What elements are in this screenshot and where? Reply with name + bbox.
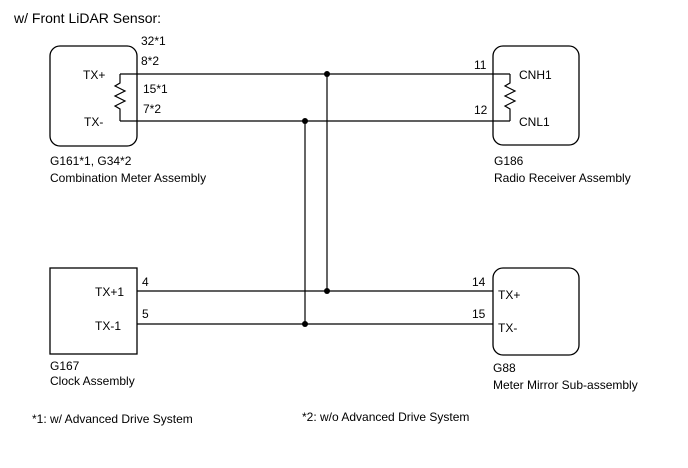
radio-cnl1-label: CNL1: [519, 115, 550, 129]
meter-termination-resistor: [113, 74, 127, 121]
mirror-code: G88: [493, 361, 516, 375]
meter-tx-plus-label: TX+: [83, 68, 105, 82]
junction-dot-low-top: [302, 118, 308, 124]
clock-tx-plus1-label: TX+1: [95, 285, 124, 299]
meter-code: G161*1, G34*2: [50, 154, 132, 168]
clock-pin-tx-minus1-num: 5: [142, 307, 149, 321]
combination-meter-box: [49, 45, 138, 147]
footnote-1: *1: w/ Advanced Drive System: [32, 412, 193, 426]
meter-pin-tx-plus-num1: 32*1: [141, 34, 166, 48]
meter-pin-tx-minus-num1: 15*1: [143, 82, 168, 96]
clock-tx-minus1-label: TX-1: [95, 319, 121, 333]
clock-pin-tx-plus1-num: 4: [142, 275, 149, 289]
mirror-pin-tx-plus-num: 14: [472, 275, 486, 289]
mirror-tx-plus-label: TX+: [498, 288, 520, 302]
radio-code: G186: [494, 154, 524, 168]
radio-cnh1-label: CNH1: [519, 68, 552, 82]
meter-name: Combination Meter Assembly: [50, 171, 206, 185]
clock-code: G167: [50, 359, 80, 373]
footnote-2: *2: w/o Advanced Drive System: [302, 410, 469, 424]
mirror-name: Meter Mirror Sub-assembly: [493, 378, 638, 392]
junction-dot-high-bottom: [324, 288, 330, 294]
radio-termination-resistor: [503, 74, 517, 121]
radio-pin-cnh1-num: 11: [474, 58, 487, 72]
clock-box: [49, 267, 138, 355]
meter-mirror-box: [492, 267, 580, 356]
radio-name: Radio Receiver Assembly: [494, 171, 631, 185]
junction-dot-low-bottom: [302, 321, 308, 327]
clock-name: Clock Assembly: [50, 374, 135, 388]
junction-dot-high-top: [324, 71, 330, 77]
meter-pin-tx-minus-num2: 7*2: [143, 102, 161, 116]
radio-receiver-box: [492, 45, 580, 146]
diagram-title: w/ Front LiDAR Sensor:: [13, 10, 161, 26]
mirror-tx-minus-label: TX-: [498, 321, 517, 335]
meter-tx-minus-label: TX-: [84, 115, 103, 129]
radio-pin-cnl1-num: 12: [474, 103, 488, 117]
mirror-pin-tx-minus-num: 15: [472, 307, 486, 321]
meter-pin-tx-plus-num2: 8*2: [141, 54, 159, 68]
